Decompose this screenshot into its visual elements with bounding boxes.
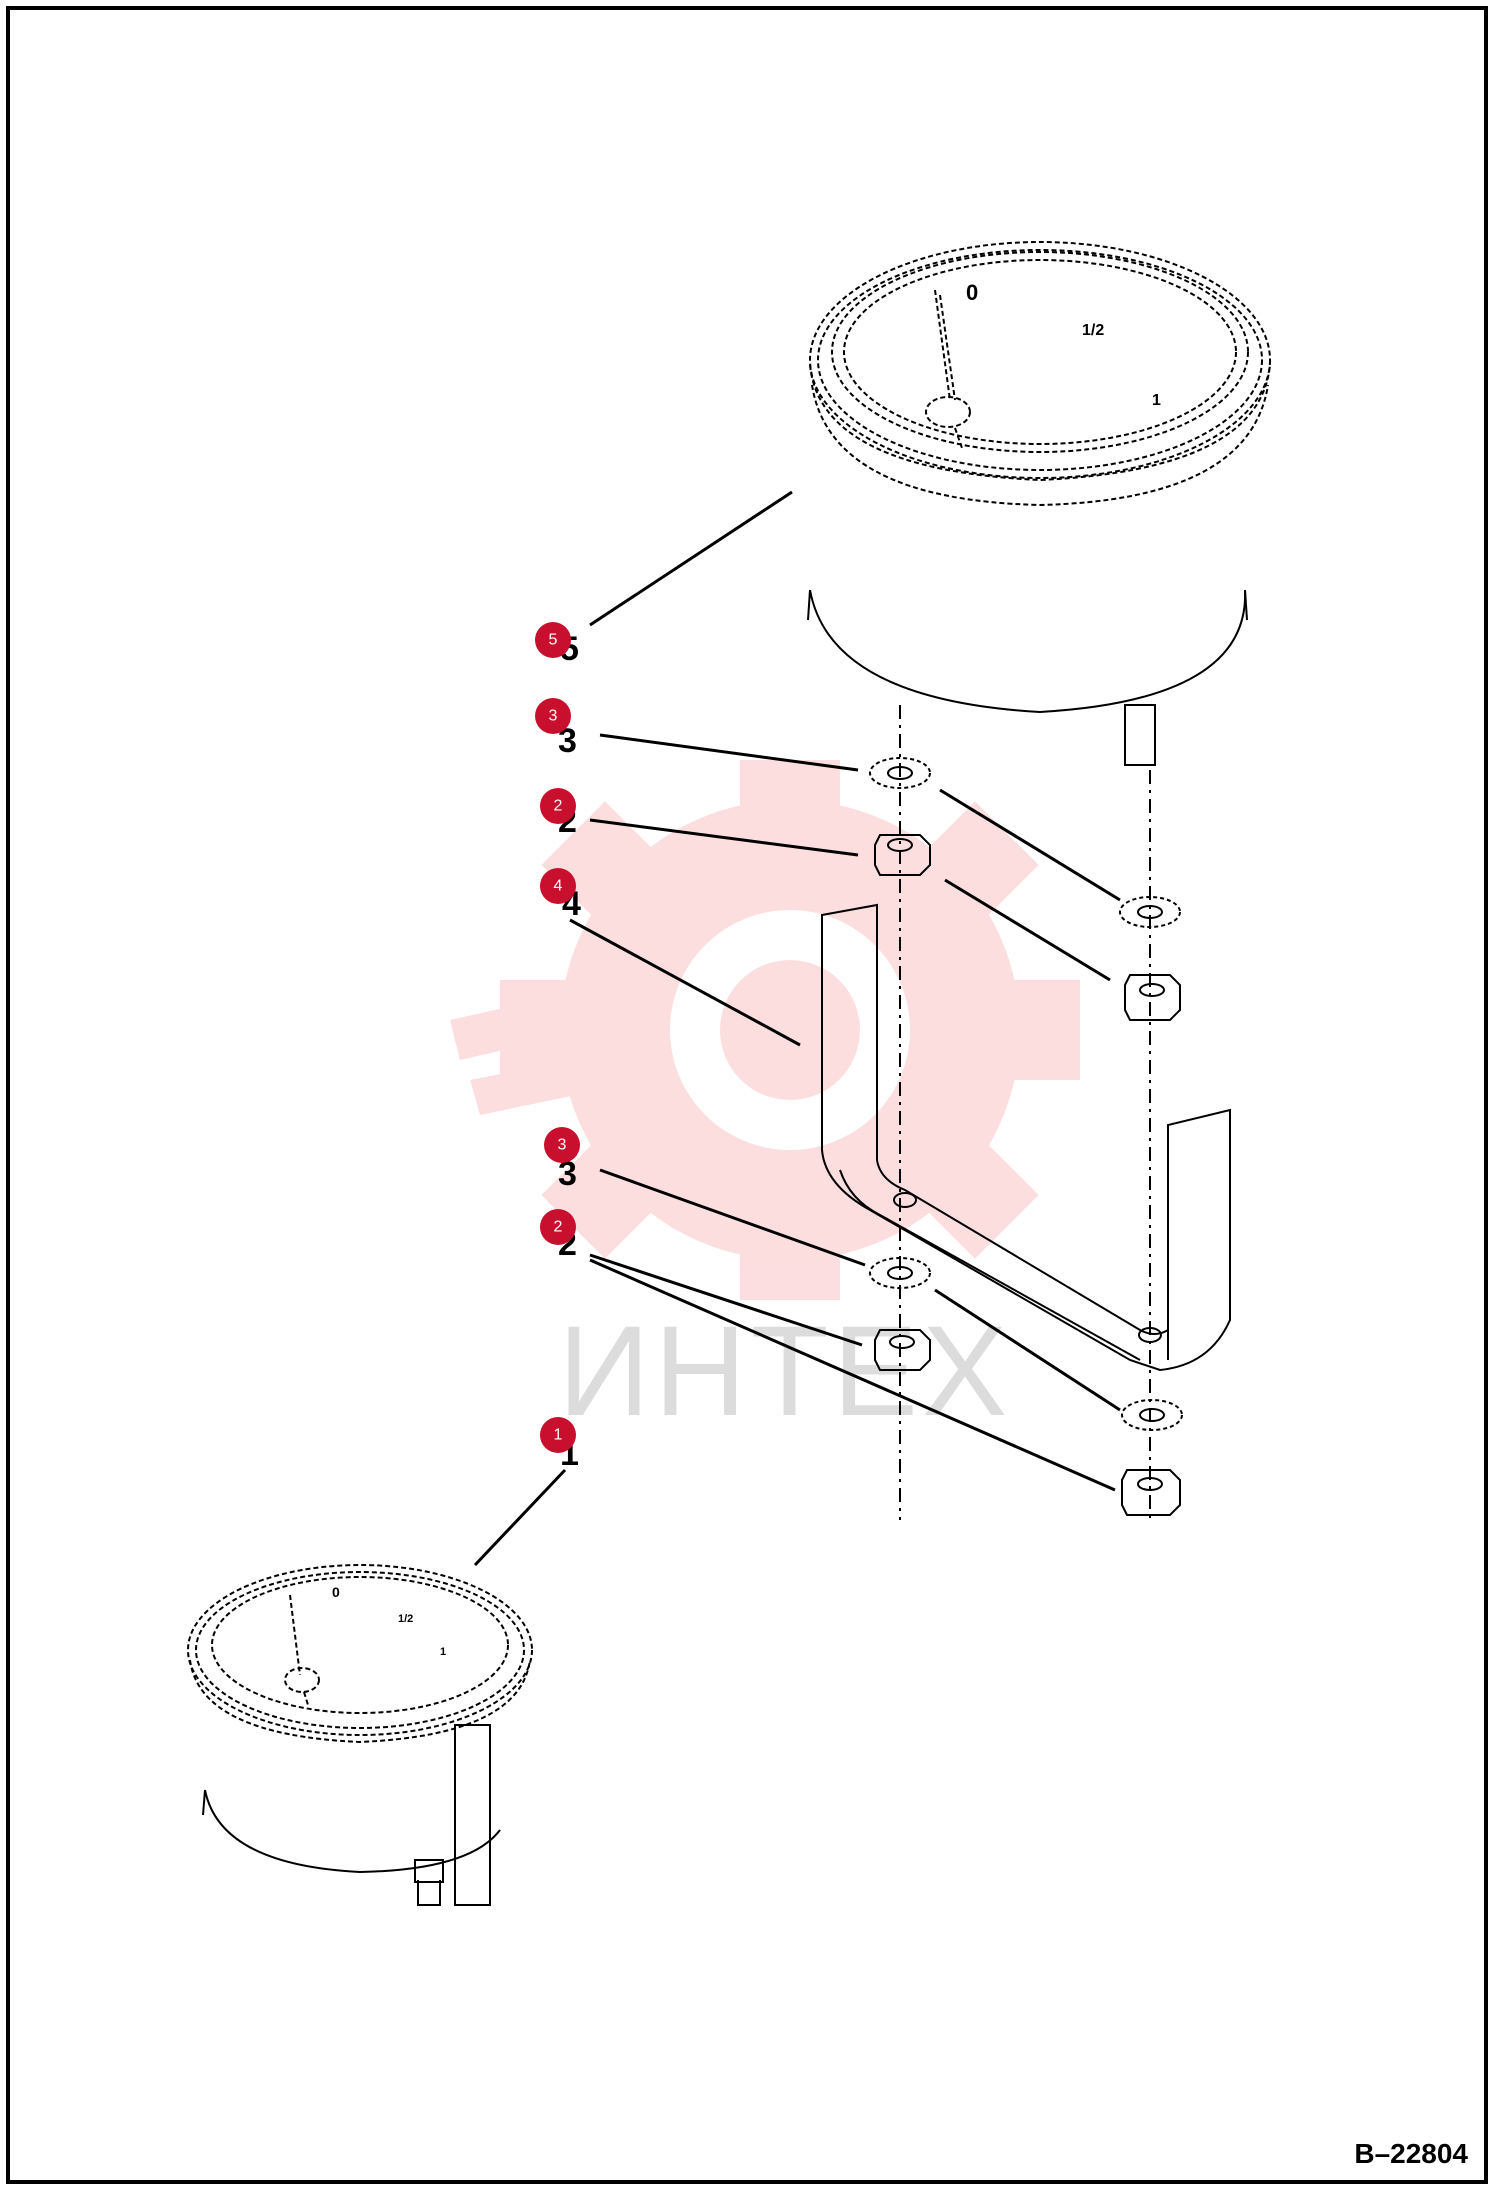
callout-4[interactable]: 4 (540, 868, 576, 904)
callout-3-upper[interactable]: 3 (535, 698, 571, 734)
drawing-number: B–22804 (1354, 2138, 1468, 2169)
svg-text:1: 1 (554, 1427, 563, 1444)
center-lines (899, 705, 1151, 1520)
leader-lines (473, 490, 1121, 1567)
svg-text:4: 4 (554, 878, 563, 895)
dial-mark-half: 1/2 (398, 1613, 413, 1625)
callouts: 5 3 2 4 3 2 1 (535, 622, 580, 1453)
large-gauge-dial-marks: 0 1/2 1 (966, 280, 1161, 409)
svg-text:3: 3 (558, 1137, 567, 1154)
callout-2-lower[interactable]: 2 (540, 1209, 576, 1245)
hex-nut-lower-left (874, 1329, 931, 1371)
small-gauge (187, 1564, 533, 1906)
callout-1[interactable]: 1 (540, 1417, 576, 1453)
dial-mark-full: 1 (440, 1646, 446, 1658)
small-gauge-dial-marks: 0 1/2 1 (332, 1584, 446, 1658)
svg-text:3: 3 (549, 708, 558, 725)
dial-mark-empty: 0 (332, 1584, 340, 1600)
dial-mark-empty: 0 (966, 280, 978, 305)
svg-text:2: 2 (554, 798, 563, 815)
callout-3-lower[interactable]: 3 (544, 1127, 580, 1163)
callout-5[interactable]: 5 (535, 622, 571, 658)
svg-text:2: 2 (554, 1219, 563, 1236)
u-bracket (821, 903, 1231, 1372)
lock-washer-lower-right (1121, 1399, 1183, 1431)
drawing-frame (6, 6, 1488, 2184)
callout-2-upper[interactable]: 2 (540, 788, 576, 824)
svg-text:3: 3 (558, 1155, 577, 1193)
large-gauge (807, 241, 1271, 766)
watermark-text: ИНТЕХ (558, 1300, 1011, 1443)
svg-text:5: 5 (549, 632, 558, 649)
dial-mark-half: 1/2 (1082, 322, 1104, 339)
svg-text:3: 3 (558, 722, 577, 760)
dial-mark-full: 1 (1152, 392, 1161, 409)
hex-nut-upper-right (1124, 974, 1181, 1021)
watermark-logo (450, 760, 1080, 1300)
